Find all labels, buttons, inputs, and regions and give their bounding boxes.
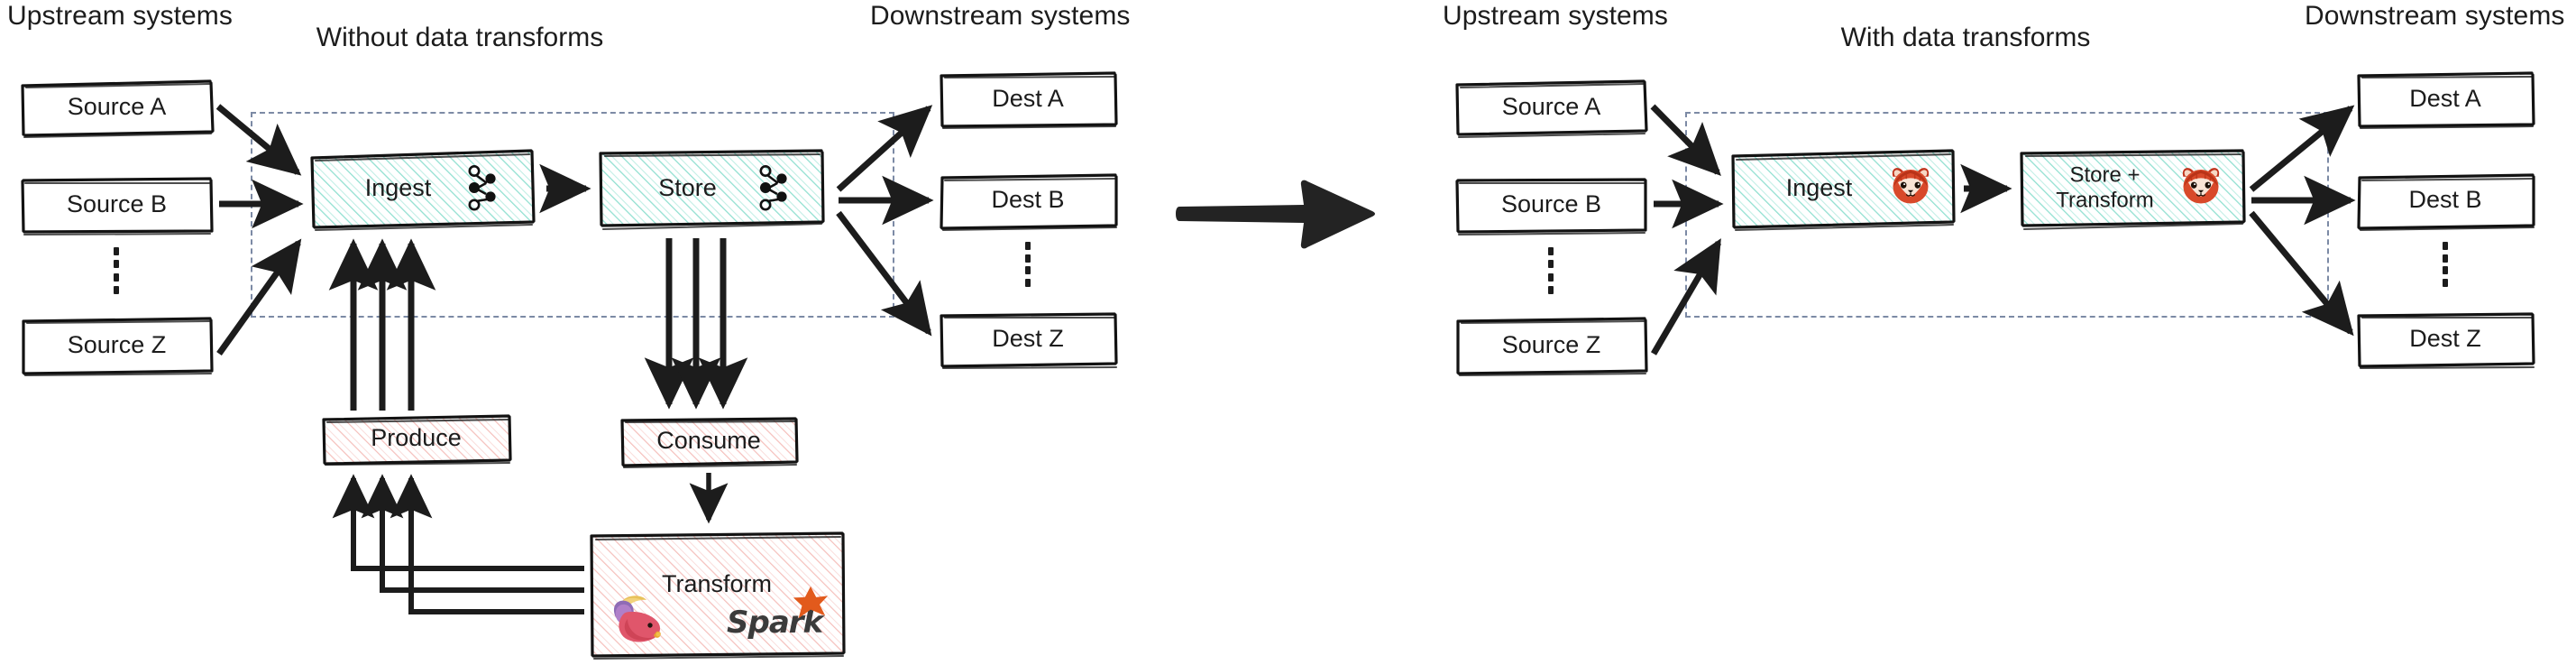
left-downstream-label: Downstream systems xyxy=(870,1,1131,31)
left-connectors xyxy=(215,104,934,614)
redpanda-icon xyxy=(2178,165,2223,207)
spark-icon xyxy=(792,585,830,623)
left-panel-title: Without data transforms xyxy=(316,23,604,52)
left-source-ellipsis xyxy=(114,247,119,294)
right-upstream-label: Upstream systems xyxy=(1443,1,1668,31)
right-panel-title: With data transforms xyxy=(1840,23,2091,52)
kafka-icon xyxy=(464,164,500,211)
left-upstream-label: Upstream systems xyxy=(7,1,233,31)
right-downstream-label: Downstream systems xyxy=(2305,1,2565,31)
flink-squirrel-icon xyxy=(606,592,669,650)
redpanda-icon xyxy=(1888,165,1933,207)
right-arrow-icon xyxy=(1176,180,1375,249)
right-source-ellipsis xyxy=(1548,247,1554,294)
right-dest-ellipsis xyxy=(2443,242,2448,287)
right-connectors xyxy=(1650,104,2356,356)
kafka-icon xyxy=(756,164,792,211)
left-dest-ellipsis xyxy=(1025,242,1031,287)
